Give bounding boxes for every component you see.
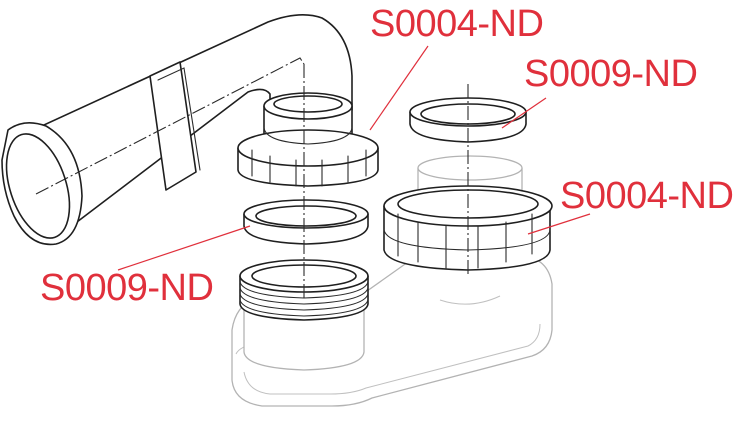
callout-nut-right: S0004-ND	[560, 175, 733, 217]
callouts: S0004-ND S0009-ND S0004-ND S0009-ND	[40, 3, 734, 309]
callout-gasket-left: S0009-ND	[40, 267, 213, 309]
callout-gasket-right: S0009-ND	[524, 53, 697, 95]
union-nut-left	[237, 92, 379, 187]
center-axes	[303, 64, 469, 300]
callout-nut-left: S0004-ND	[370, 3, 543, 45]
leader-lines	[117, 45, 591, 271]
gasket-left	[243, 199, 369, 245]
